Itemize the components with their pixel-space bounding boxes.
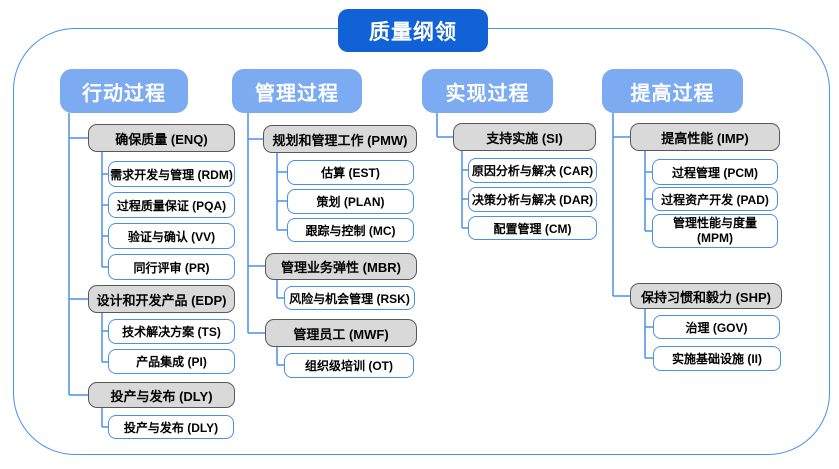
item-pcm: 过程管理 (PCM) — [652, 159, 778, 185]
item-pr: 同行评审 (PR) — [108, 254, 235, 280]
item-ot: 组织级培训 (OT) — [284, 353, 414, 378]
item-pad: 过程资产开发 (PAD) — [652, 187, 778, 211]
item-pi: 产品集成 (PI) — [108, 349, 235, 374]
group-dly: 投产与发布 (DLY) — [88, 382, 235, 408]
group-imp: 提高性能 (IMP) — [630, 123, 780, 151]
item-ii: 实施基础设施 (II) — [653, 346, 781, 371]
column-header-action-process: 行动过程 — [60, 69, 188, 113]
item-ts: 技术解决方案 (TS) — [108, 319, 235, 344]
group-enq: 确保质量 (ENQ) — [88, 124, 235, 152]
item-mpm: 管理性能与度量 (MPM) — [652, 214, 778, 248]
item-est: 估算 (EST) — [287, 160, 414, 185]
item-pqa: 过程质量保证 (PQA) — [108, 192, 235, 218]
item-plan: 策划 (PLAN) — [287, 189, 414, 214]
item-vv: 验证与确认 (VV) — [108, 223, 235, 249]
item-gov: 治理 (GOV) — [653, 315, 780, 339]
item-car: 原因分析与解决 (CAR) — [468, 158, 597, 183]
group-shp: 保持习惯和毅力 (SHP) — [630, 283, 782, 309]
item-dar: 决策分析与解决 (DAR) — [468, 187, 597, 212]
connector-lines-col3 — [436, 113, 468, 229]
group-pmw: 规划和管理工作 (PMW) — [263, 125, 417, 153]
item-dly: 投产与发布 (DLY) — [108, 415, 234, 439]
group-edp: 设计和开发产品 (EDP) — [88, 285, 235, 313]
group-mwf: 管理员工 (MWF) — [265, 319, 417, 347]
connector-lines-col4 — [612, 112, 653, 359]
item-rdm: 需求开发与管理 (RDM) — [108, 161, 235, 187]
item-mc: 跟踪与控制 (MC) — [287, 218, 414, 242]
connector-lines-col1 — [68, 113, 108, 428]
group-si: 支持实施 (SI) — [453, 123, 596, 151]
column-header-realization-process: 实现过程 — [422, 69, 553, 113]
diagram-title: 质量纲领 — [338, 9, 488, 52]
connector-lines-col2 — [247, 113, 287, 366]
group-mbr: 管理业务弹性 (MBR) — [265, 253, 417, 280]
item-rsk: 风险与机会管理 (RSK) — [284, 286, 415, 310]
column-header-improvement-process: 提高过程 — [602, 69, 743, 113]
column-header-management-process: 管理过程 — [232, 69, 362, 113]
item-cm: 配置管理 (CM) — [468, 216, 597, 240]
